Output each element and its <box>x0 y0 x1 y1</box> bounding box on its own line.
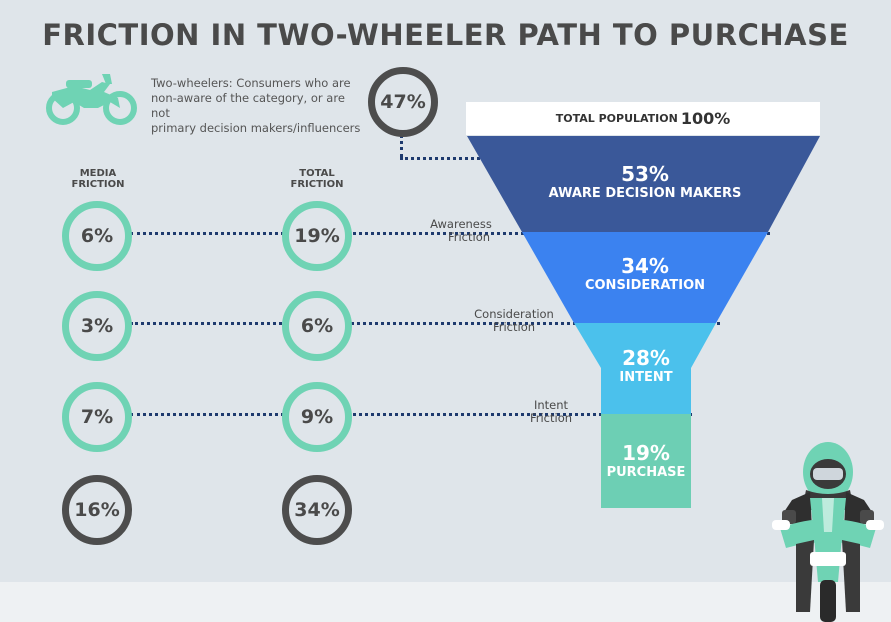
total-friction-awareness: 19% <box>282 201 352 271</box>
stage-label: INTENT <box>619 370 673 385</box>
funnel-stage-intent <box>574 323 716 414</box>
intro-line: Two-wheelers: Consumers who are <box>151 76 351 90</box>
header-line: TOTAL <box>299 168 335 179</box>
friction-line: Friction <box>492 320 536 334</box>
row-connector <box>130 322 720 325</box>
non-aware-circle: 47% <box>368 67 438 137</box>
stage-label: AWARE DECISION MAKERS <box>548 186 742 201</box>
funnel-stage-aware <box>467 136 820 232</box>
header-line: FRICTION <box>290 179 344 190</box>
total-population-bar: TOTAL POPULATION 100% <box>466 102 820 135</box>
total-population-label: TOTAL POPULATION <box>555 112 678 125</box>
stage-purchase: 19% PURCHASE <box>596 441 696 481</box>
connector-horizontal <box>400 157 480 160</box>
total-friction-total: 34% <box>282 475 352 545</box>
total-friction-intent: 9% <box>282 382 352 452</box>
media-friction-awareness: 6% <box>62 201 132 271</box>
friction-line: Friction <box>529 411 573 425</box>
motorcycle-icon <box>46 74 137 125</box>
page-title: FRICTION IN TWO-WHEELER PATH TO PURCHASE <box>42 18 849 52</box>
stage-percent: 34% <box>621 254 669 278</box>
total-friction-header: TOTAL FRICTION <box>282 168 352 190</box>
row-connector <box>130 232 770 235</box>
footer-band <box>0 582 891 622</box>
total-population-value: 100% <box>680 109 731 128</box>
header-line: FRICTION <box>71 179 125 190</box>
stage-percent: 19% <box>622 441 670 465</box>
intro-line: primary decision makers/influencers <box>151 121 361 135</box>
media-friction-total: 16% <box>62 475 132 545</box>
funnel-stage-purchase <box>601 414 691 508</box>
rider-illustration <box>772 442 884 622</box>
intro-line: non-aware of the category, or are not <box>151 91 345 120</box>
intent-friction-label: Intent Friction <box>516 399 586 425</box>
row-connector <box>130 413 692 416</box>
stage-label: PURCHASE <box>606 465 686 480</box>
stage-percent: 28% <box>622 346 670 370</box>
stage-aware: 53% AWARE DECISION MAKERS <box>520 162 770 202</box>
connector-vertical <box>400 134 403 158</box>
stage-label: CONSIDERATION <box>584 278 706 293</box>
media-friction-header: MEDIA FRICTION <box>63 168 133 190</box>
friction-line: Friction <box>447 230 491 244</box>
total-friction-consideration: 6% <box>282 291 352 361</box>
stage-intent: 28% INTENT <box>596 346 696 386</box>
funnel-stage-consideration <box>522 232 768 323</box>
friction-line: Awareness <box>430 217 492 231</box>
intro-text: Two-wheelers: Consumers who are non-awar… <box>151 76 366 136</box>
stage-percent: 53% <box>621 162 669 186</box>
consideration-friction-label: Consideration Friction <box>466 308 562 334</box>
media-friction-consideration: 3% <box>62 291 132 361</box>
friction-line: Intent <box>533 398 569 412</box>
awareness-friction-label: Awareness Friction <box>416 218 506 244</box>
friction-line: Consideration <box>474 307 554 321</box>
stage-consideration: 34% CONSIDERATION <box>520 254 770 294</box>
header-line: MEDIA <box>79 168 117 179</box>
media-friction-intent: 7% <box>62 382 132 452</box>
